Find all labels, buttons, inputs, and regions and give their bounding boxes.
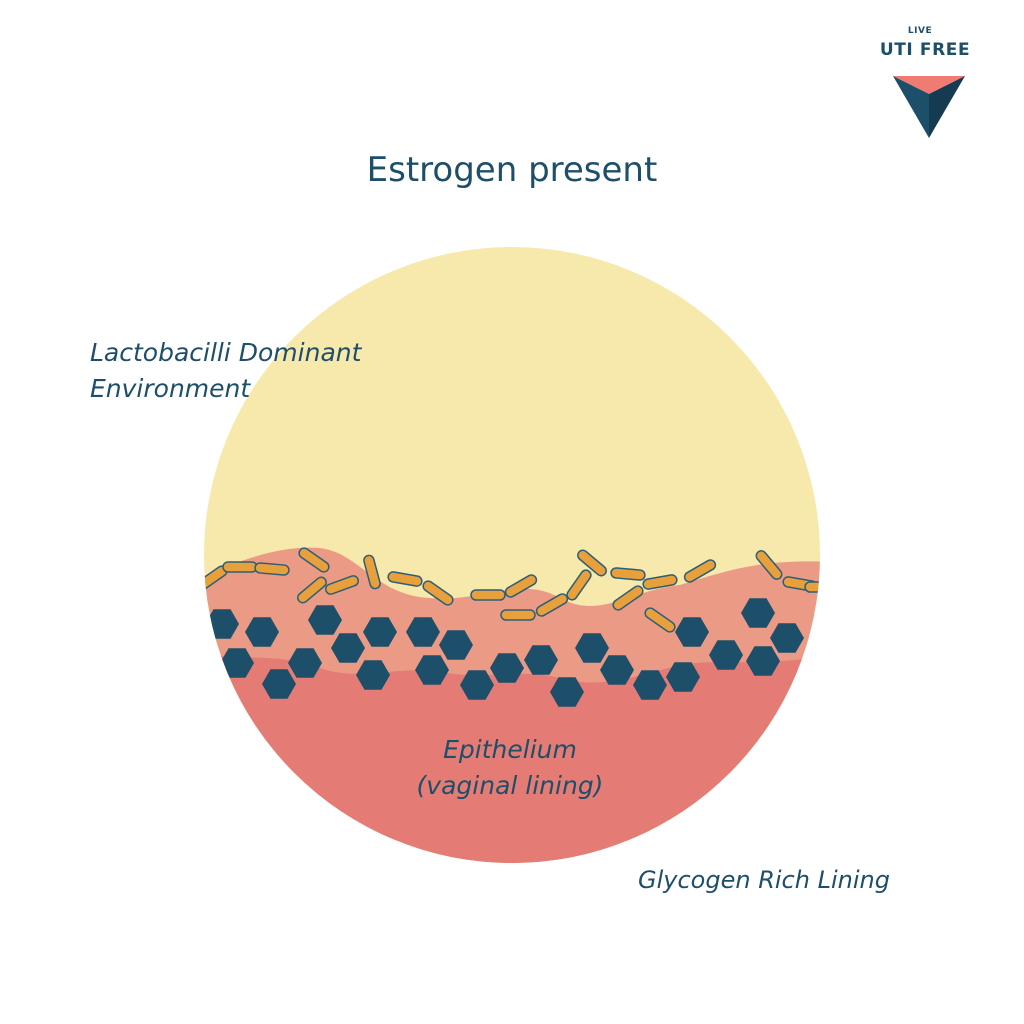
hexagon-icon bbox=[288, 648, 322, 678]
rod-bacteria-icon bbox=[297, 576, 327, 604]
epithelium-label-line-2: (vaginal lining) bbox=[416, 771, 604, 800]
hexagon-icon bbox=[675, 617, 709, 647]
lactobacilli-label-line-1: Lactobacilli Dominant bbox=[90, 338, 362, 367]
rod-bacteria-icon bbox=[254, 562, 290, 576]
epithelium-label-line-1: Epithelium bbox=[443, 735, 577, 764]
glycogen-lining-label: Glycogen Rich Lining bbox=[638, 866, 890, 894]
hexagon-icon bbox=[245, 617, 279, 647]
rod-bacteria-icon bbox=[612, 585, 644, 611]
hexagon-icon bbox=[439, 630, 473, 660]
lactobacilli-rods bbox=[204, 547, 820, 633]
hexagon-icon bbox=[406, 617, 440, 647]
hexagon-icon bbox=[415, 655, 449, 685]
hexagon-icon bbox=[308, 605, 342, 635]
rod-bacteria-icon bbox=[577, 549, 607, 577]
rod-bacteria-icon bbox=[504, 574, 538, 598]
rod-bacteria-icon bbox=[363, 554, 381, 590]
hexagon-icon bbox=[363, 617, 397, 647]
glycogen-hexagons bbox=[205, 598, 804, 707]
rod-bacteria-icon bbox=[470, 589, 506, 601]
hexagon-icon bbox=[220, 648, 254, 678]
rod-bacteria-icon bbox=[804, 581, 820, 593]
hexagon-icon bbox=[460, 670, 494, 700]
lactobacilli-environment-label: Lactobacilli Dominant Environment bbox=[90, 335, 361, 407]
hexagon-icon bbox=[741, 598, 775, 628]
hexagon-icon bbox=[356, 660, 390, 690]
lactobacilli-label-line-2: Environment bbox=[90, 374, 251, 403]
rod-bacteria-icon bbox=[755, 550, 783, 580]
hexagon-icon bbox=[490, 653, 524, 683]
rod-bacteria-icon bbox=[324, 575, 360, 595]
rod-bacteria-icon bbox=[566, 569, 592, 601]
rod-bacteria-icon bbox=[387, 571, 423, 587]
epithelium-label: Epithelium (vaginal lining) bbox=[330, 732, 690, 804]
hexagon-icon bbox=[666, 662, 700, 692]
hexagon-icon bbox=[600, 655, 634, 685]
hexagon-icon bbox=[770, 623, 804, 653]
hexagon-icon bbox=[575, 633, 609, 663]
rod-bacteria-icon bbox=[500, 609, 536, 621]
rod-bacteria-icon bbox=[644, 607, 676, 633]
rod-bacteria-icon bbox=[642, 574, 678, 590]
rod-bacteria-icon bbox=[422, 580, 454, 606]
hexagon-icon bbox=[262, 669, 296, 699]
hexagon-icon bbox=[331, 633, 365, 663]
hexagon-icon bbox=[709, 640, 743, 670]
page-title: Estrogen present bbox=[366, 150, 658, 190]
hexagon-icon bbox=[633, 670, 667, 700]
rod-bacteria-icon bbox=[610, 567, 646, 581]
logo-live-text: LIVE bbox=[907, 26, 933, 36]
triangle-logo-icon bbox=[893, 76, 965, 138]
rod-bacteria-icon bbox=[298, 547, 330, 573]
logo-uti-free-text: UTI FREE bbox=[879, 40, 971, 60]
rod-bacteria-icon bbox=[222, 561, 258, 573]
rod-bacteria-icon bbox=[683, 559, 717, 583]
hexagon-icon bbox=[524, 645, 558, 675]
hexagon-icon bbox=[550, 677, 584, 707]
hexagon-icon bbox=[746, 646, 780, 676]
